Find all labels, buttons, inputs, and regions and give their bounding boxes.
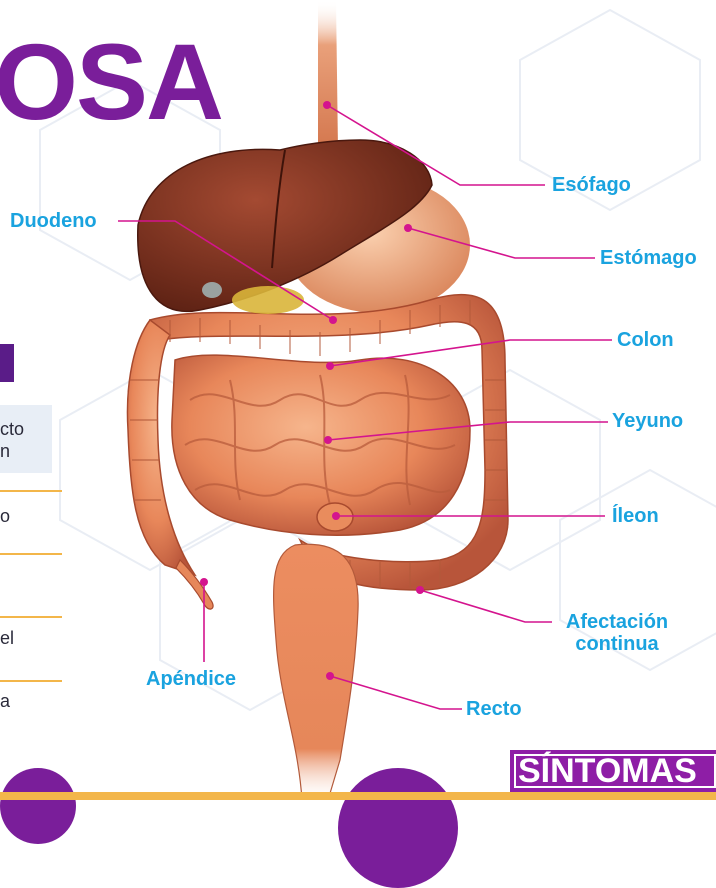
esophagus bbox=[318, 0, 338, 150]
appendix bbox=[176, 560, 213, 609]
label-afectacion-continua: Afectación continua bbox=[556, 611, 678, 655]
label-estomago: Estómago bbox=[600, 247, 697, 269]
label-duodeno: Duodeno bbox=[10, 210, 97, 232]
rectum bbox=[274, 544, 359, 800]
label-afectacion-line-1: Afectación bbox=[556, 611, 678, 633]
label-yeyuno: Yeyuno bbox=[612, 410, 683, 432]
label-apendice: Apéndice bbox=[146, 668, 236, 690]
digestive-system-illustration bbox=[0, 0, 716, 800]
sintomas-banner: SÍNTOMAS bbox=[510, 750, 716, 792]
label-afectacion-line-2: continua bbox=[556, 633, 678, 655]
avatar-circle bbox=[338, 768, 458, 888]
small-intestine bbox=[172, 355, 470, 535]
label-ileon: Íleon bbox=[612, 505, 659, 527]
label-recto: Recto bbox=[466, 698, 522, 720]
label-esofago: Esófago bbox=[552, 174, 631, 196]
avatar-circle bbox=[0, 768, 76, 844]
bottom-accent-strip bbox=[0, 792, 716, 800]
label-colon: Colon bbox=[617, 329, 674, 351]
